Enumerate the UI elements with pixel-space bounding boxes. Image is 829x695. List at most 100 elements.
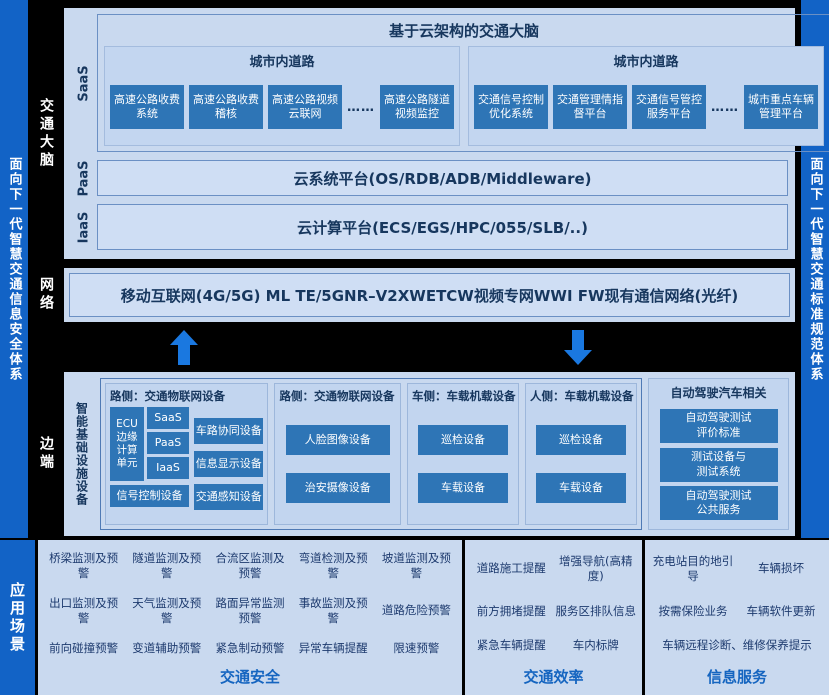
iaas-layer-label-text: IaaS [76,211,92,243]
group-items: 交通信号控制优化系统 交通管理情指督平台 交通信号管控服务平台 …… 城市重点车… [474,74,818,140]
infrastructure-label-text: 智能基础设施设备 [74,402,89,506]
app-item: 充电站目的地引导 [652,553,734,583]
ellipsis: …… [347,99,375,115]
saas-item: 交通信号管控服务平台 [632,85,706,129]
app-item: 出口监测及预警 [49,596,119,625]
app-item: 前方拥堵提醒 [476,603,546,618]
panel-body: ECU 边缘 计算 单元 SaaS PaaS IaaS 信号控制设备 车路协同设… [110,407,264,521]
device-box: 车载设备 [536,473,626,503]
app-item: 变道辅助预警 [132,640,202,655]
app-item: 桥梁监测及预警 [49,551,119,581]
person-side-panel: 人侧：车载机载设备 巡检设备 车载设备 [525,383,637,525]
app-item: 限速预警 [393,640,440,655]
auto-item: 自动驾驶测试 评价标准 [659,408,778,443]
panel-title: 路侧：交通物联网设备 [279,389,395,403]
network-panel: 移动互联网(4G/5G) ML TE/5GNR–V2XWETCW视频专网WWI … [64,268,795,322]
application-scenarios-label: 应用场景 [0,540,35,695]
left-security-banner-text: 面向下一代智慧交通信息安全体系 [6,156,22,382]
panel-title: 人侧：车载机载设备 [530,389,634,403]
auto-item: 自动驾驶测试 公共服务 [659,486,778,521]
app-item: 车辆损坏 [758,561,804,576]
panel-body: 巡检设备 车载设备 [530,407,632,521]
infrastructure-label: 智能基础设施设备 [70,378,94,530]
saas-item: 高速公路隧道视频监控 [380,85,454,129]
vehicle-side-panel: 车侧：车载机载设备 巡检设备 车载设备 [407,383,519,525]
network-label-text: 网络 [38,277,54,313]
ecu-edge-computing-unit: ECU 边缘 计算 单元 [110,407,144,481]
app-item: 紧急车辆提醒 [476,638,546,653]
device-box: 巡检设备 [536,425,626,455]
down-arrow-stem [572,330,584,350]
autonomous-driving-panel: 自动驾驶汽车相关 自动驾驶测试 评价标准 测试设备与 测试系统 自动驾驶测试 公… [648,378,789,530]
cloud-computing-platform: 云计算平台(ECS/EGS/HPC/055/SLB/..) [97,204,788,250]
traffic-brain-label-text: 交通大脑 [38,97,54,170]
device-container: 路侧：交通物联网设备 ECU 边缘 计算 单元 SaaS PaaS IaaS 信… [100,378,642,530]
saas-layer-label-text: SaaS [76,64,92,102]
app-item: 增强导航(高精度) [559,553,633,583]
device-box: 信息显示设备 [194,451,264,477]
app-item: 车辆远程诊断、维修保养提示 [662,638,812,653]
saas-layer: SaaS 基于云架构的交通大脑 城市内道路 高速公路收费系统 高速公路收费稽核 … [71,14,829,152]
application-scenarios-label-text: 应用场景 [8,581,26,654]
network-label: 网络 [28,268,64,322]
auto-item: 测试设备与 测试系统 [659,447,778,482]
urban-road-group-1: 城市内道路 高速公路收费系统 高速公路收费稽核 高速公路视频云联网 …… 高速公… [104,46,460,146]
device-box: 车路协同设备 [194,418,264,444]
group-title: 城市内道路 [613,55,679,70]
device-box: 治安摄像设备 [285,473,390,503]
edge-label: 边端 [28,372,64,536]
panel-title: 路侧：交通物联网设备 [110,389,225,403]
paas-layer: PaaS 云系统平台(OS/RDB/ADB/Middleware) [71,160,788,196]
up-arrow-head [170,330,198,345]
app-item: 异常车辆提醒 [298,640,368,655]
app-item: 天气监测及预警 [132,596,202,625]
saas-item: 城市重点车辆管理平台 [744,85,818,129]
device-box: 交通感知设备 [194,484,264,510]
paas-layer-label-text: PaaS [76,159,92,197]
down-arrow-head [564,350,592,365]
application-scenarios-section: 应用场景 桥梁监测及预警 隧道监测及预警 合流区监测及预警 弯道检测及预警 坡道… [0,540,829,695]
group-title: 城市内道路 [249,55,315,70]
info-services-grid: 充电站目的地引导 车辆损坏 按需保险业务 车辆软件更新 车辆远程诊断、维修保养提… [649,544,825,663]
cloud-stack: SaaS PaaS IaaS [147,407,189,481]
saas-item: 高速公路收费系统 [110,85,184,129]
traffic-safety-panel: 桥梁监测及预警 隧道监测及预警 合流区监测及预警 弯道检测及预警 坡道监测及预警… [38,540,462,695]
app-item: 道路施工提醒 [476,561,546,576]
app-item: 服务区排队信息 [555,603,637,618]
info-services-title: 信息服务 [706,668,767,686]
app-item: 道路危险预警 [381,603,451,618]
down-arrow-icon [564,330,592,365]
iaas-layer-label: IaaS [71,204,97,250]
group-items: 高速公路收费系统 高速公路收费稽核 高速公路视频云联网 …… 高速公路隧道视频监… [110,74,454,140]
ellipsis: …… [711,99,739,115]
app-item: 按需保险业务 [658,603,728,618]
urban-road-group-2: 城市内道路 交通信号控制优化系统 交通管理情指督平台 交通信号管控服务平台 ……… [468,46,824,146]
saas-box: 基于云架构的交通大脑 城市内道路 高速公路收费系统 高速公路收费稽核 高速公路视… [97,14,829,152]
app-item: 车辆软件更新 [746,603,816,618]
main-diagram-area: 交通大脑 SaaS 基于云架构的交通大脑 城市内道路 高速公路收费系统 高速公路… [28,0,829,538]
device-list: 车路协同设备 信息显示设备 交通感知设备 [194,407,264,521]
iaas-layer: IaaS 云计算平台(ECS/EGS/HPC/055/SLB/..) [71,204,788,250]
app-item: 隧道监测及预警 [132,551,202,581]
edge-panel: 智能基础设施设备 路侧：交通物联网设备 ECU 边缘 计算 单元 SaaS Pa… [64,372,795,536]
saas-layer-label: SaaS [71,14,97,152]
device-box: 车载设备 [418,473,508,503]
saas-item: 交通管理情指督平台 [553,85,627,129]
ecu-row: ECU 边缘 计算 单元 SaaS PaaS IaaS [110,407,190,481]
saas-item: 高速公路视频云联网 [268,85,342,129]
roadside-iot-panel-1: 路侧：交通物联网设备 ECU 边缘 计算 单元 SaaS PaaS IaaS 信… [105,383,269,525]
panel-title: 车侧：车载机载设备 [412,389,516,403]
app-item: 路面异常监测预警 [215,596,285,625]
app-item: 弯道检测及预警 [298,551,368,581]
device-box: 巡检设备 [418,425,508,455]
app-item: 紧急制动预警 [215,640,285,655]
panel-body: 人脸图像设备 治安摄像设备 [279,407,396,521]
up-arrow-stem [178,345,190,365]
network-text: 移动互联网(4G/5G) ML TE/5GNR–V2XWETCW视频专网WWI … [69,273,790,317]
traffic-efficiency-grid: 道路施工提醒 增强导航(高精度) 前方拥堵提醒 服务区排队信息 紧急车辆提醒 车… [469,544,638,663]
cloud-brain-title: 基于云架构的交通大脑 [388,22,539,40]
traffic-efficiency-panel: 道路施工提醒 增强导航(高精度) 前方拥堵提醒 服务区排队信息 紧急车辆提醒 车… [465,540,642,695]
traffic-efficiency-title: 交通效率 [523,668,584,686]
stack-saas: SaaS [147,407,189,429]
app-item: 车内标牌 [572,638,619,653]
